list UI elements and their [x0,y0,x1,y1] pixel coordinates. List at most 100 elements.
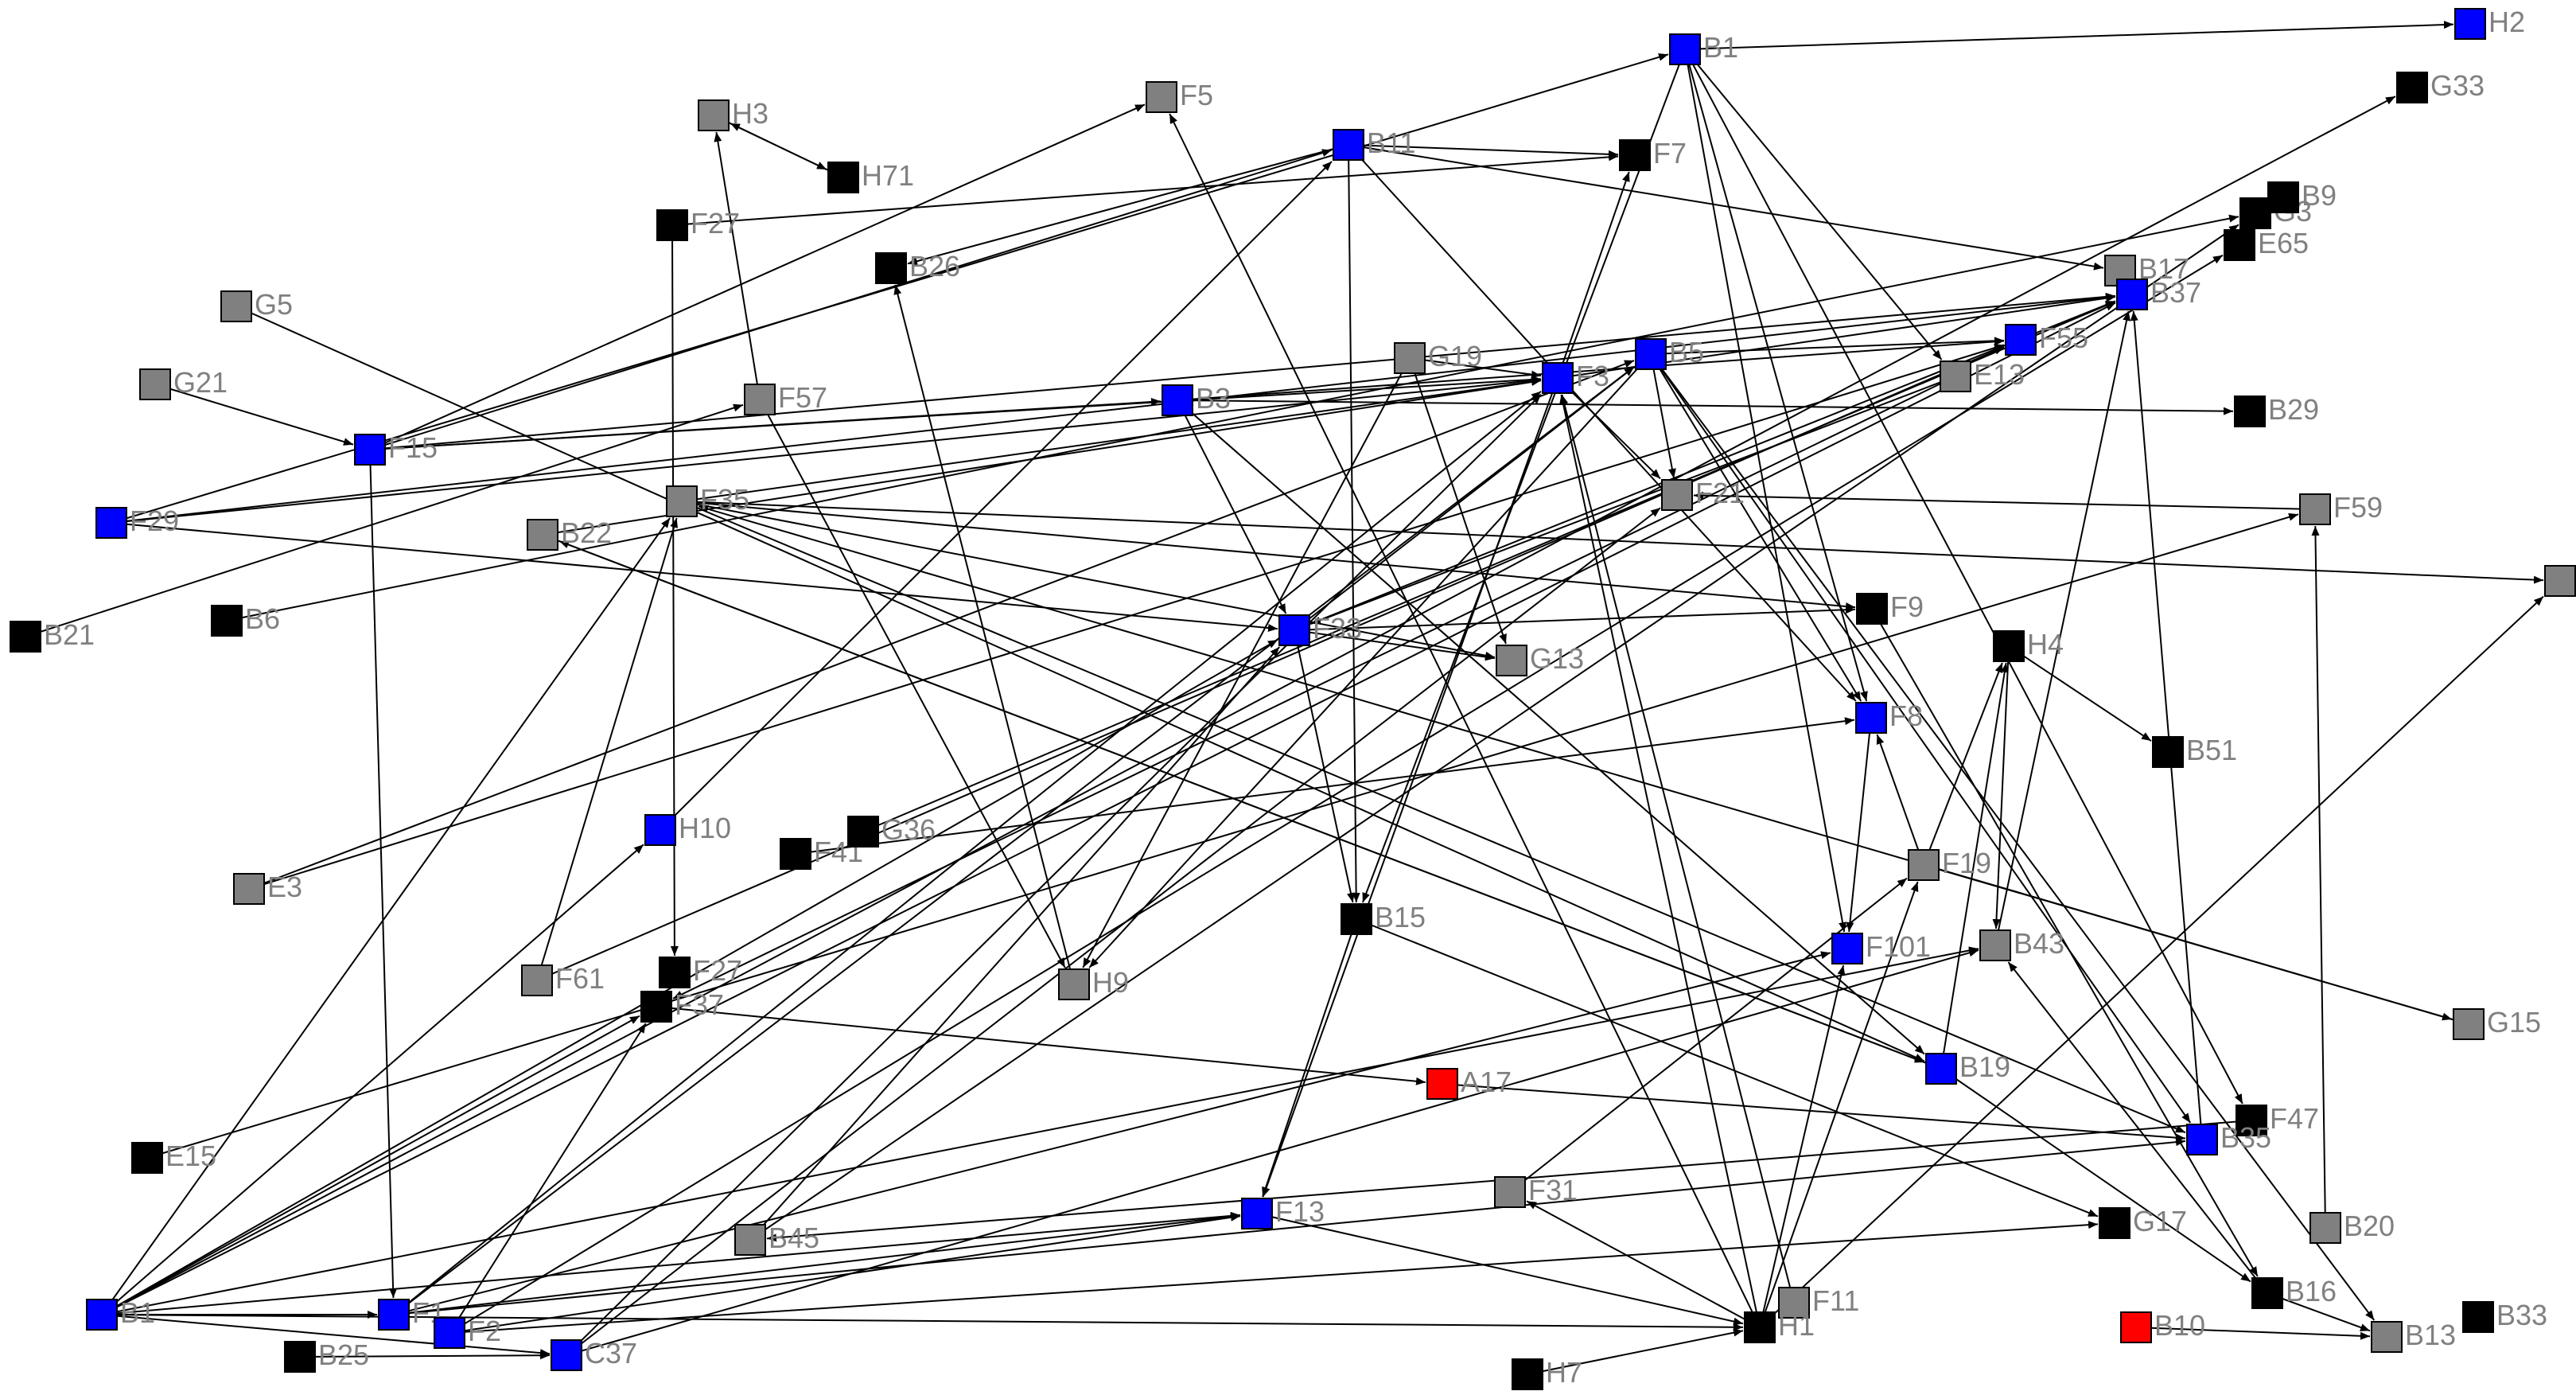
node-marker[interactable] [2099,1207,2130,1239]
node-marker[interactable] [139,368,171,400]
node-G33[interactable]: G33 [2396,69,2485,103]
node-marker[interactable] [644,814,676,846]
node-marker[interactable] [233,873,265,905]
node-marker[interactable] [1496,645,1527,676]
node-B35[interactable]: B35 [2186,1121,2271,1155]
node-marker[interactable] [2299,493,2331,525]
node-E65[interactable]: E65 [2224,227,2309,261]
node-marker[interactable] [220,290,252,322]
node-F33[interactable]: F33 [1278,612,1362,646]
node-G15[interactable]: G15 [2453,1006,2541,1040]
node-marker[interactable] [2234,396,2266,427]
node-B5[interactable]: B5 [1635,336,1704,370]
node-F29[interactable]: F29 [95,505,179,539]
node-marker[interactable] [659,957,691,988]
node-marker[interactable] [86,1299,118,1331]
node-G21[interactable]: G21 [139,366,228,400]
node-B37[interactable]: B37 [2116,276,2201,310]
node-H3[interactable]: H3 [698,97,769,131]
node-E3[interactable]: E3 [233,871,302,905]
node-B19[interactable]: B19 [1925,1050,2010,1085]
node-marker[interactable] [1831,933,1863,964]
node-F59[interactable]: F59 [2299,491,2383,525]
node-marker[interactable] [1993,630,2025,662]
node-marker[interactable] [1925,1053,1957,1085]
node-H71[interactable]: H71 [827,159,914,193]
node-B51[interactable]: B51 [2152,734,2237,768]
node-B10[interactable]: B10 [2120,1309,2205,1343]
node-marker[interactable] [780,838,811,870]
node-B25[interactable]: B25 [284,1338,369,1373]
node-F13[interactable]: F13 [1241,1195,1325,1229]
node-B22[interactable]: B22 [527,516,612,551]
node-B6[interactable]: B6 [211,602,280,637]
node-marker[interactable] [2267,181,2299,213]
node-marker[interactable] [847,816,879,848]
node-marker[interactable] [1619,139,1651,171]
node-G19[interactable]: G19 [1394,340,1482,374]
node-marker[interactable] [2152,736,2184,768]
node-C37[interactable]: C37 [551,1337,637,1371]
node-marker[interactable] [10,621,41,653]
node-B9[interactable]: B9 [2267,179,2337,213]
node-marker[interactable] [1635,338,1667,370]
node-marker[interactable] [2251,1277,2283,1309]
node-F19[interactable]: F19 [1908,847,1991,881]
node-F57[interactable]: F57 [744,381,827,415]
node-marker[interactable] [131,1142,163,1174]
node-marker[interactable] [354,434,386,466]
node-marker[interactable] [284,1341,316,1373]
node-G36[interactable]: G36 [847,813,936,848]
node-G17[interactable]: G17 [2099,1205,2187,1239]
node-E15[interactable]: E15 [131,1140,216,1174]
node-H10[interactable]: H10 [644,812,731,846]
node-B26[interactable]: B26 [875,250,960,284]
node-H2[interactable]: H2 [2454,6,2525,40]
node-B1b[interactable]: B1 [86,1296,155,1331]
node-marker[interactable] [2186,1124,2218,1155]
node-B43[interactable]: B43 [1979,927,2064,961]
node-marker[interactable] [1855,702,1887,734]
node-marker[interactable] [2371,1321,2403,1353]
node-marker[interactable] [2005,324,2037,356]
node-marker[interactable] [2462,1301,2494,1333]
node-marker[interactable] [1940,360,1971,392]
node-H4[interactable]: H4 [1993,628,2064,662]
node-B21[interactable]: B21 [10,618,95,653]
node-F35[interactable]: F35 [666,483,749,517]
node-B16[interactable]: B16 [2251,1275,2337,1309]
node-F27b[interactable]: F27 [659,954,742,988]
node-B45[interactable]: B45 [734,1222,819,1256]
node-B11[interactable]: B11 [1333,127,1415,161]
node-marker[interactable] [2224,229,2255,261]
node-F101[interactable]: F101 [1831,930,1931,964]
node-marker[interactable] [2239,197,2271,229]
node-E13[interactable]: E13 [1940,358,2025,392]
node-marker[interactable] [434,1317,465,1349]
node-marker[interactable] [744,384,776,415]
node-marker[interactable] [1542,362,1574,394]
node-F5[interactable]: F5 [1146,79,1213,113]
node-H7[interactable]: H7 [1512,1356,1582,1390]
node-marker[interactable] [1744,1311,1776,1343]
node-marker[interactable] [1278,614,1310,646]
node-marker[interactable] [827,162,859,193]
node-B20[interactable]: B20 [2309,1210,2395,1244]
node-F55[interactable]: F55 [2005,321,2088,356]
node-marker[interactable] [2236,1105,2267,1136]
node-B13[interactable]: B13 [2371,1319,2456,1353]
node-A17[interactable]: A17 [1426,1066,1512,1100]
node-marker[interactable] [698,99,730,131]
node-G5[interactable]: G5 [220,288,293,322]
node-B3[interactable]: B3 [1162,382,1231,416]
node-F2[interactable]: F2 [434,1315,501,1349]
node-F15[interactable]: F15 [354,431,438,466]
node-marker[interactable] [1058,968,1090,1000]
node-F37[interactable]: F37 [640,988,724,1023]
node-F3[interactable]: F3 [1542,360,1609,394]
node-marker[interactable] [1856,593,1888,625]
node-marker[interactable] [1162,384,1193,416]
node-marker[interactable] [1908,849,1940,881]
node-marker[interactable] [378,1299,410,1331]
node-F7[interactable]: F7 [1619,137,1687,171]
